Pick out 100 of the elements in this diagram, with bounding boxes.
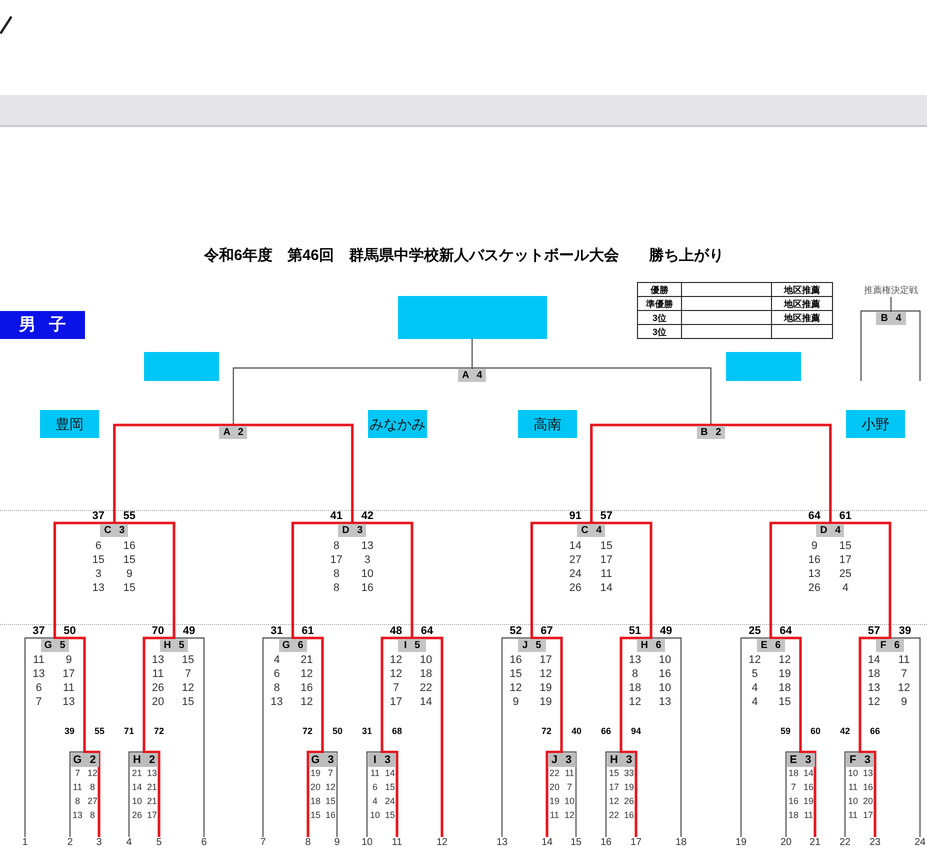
bracket-line xyxy=(710,424,832,524)
score: 37 xyxy=(32,626,45,637)
score: 13 xyxy=(808,567,820,581)
position-number: 15 xyxy=(570,837,582,849)
score: 12 xyxy=(609,795,619,807)
score: 12 xyxy=(748,653,761,667)
match-label: C 4 xyxy=(577,524,606,537)
score: 14 xyxy=(569,539,582,553)
score: 21 xyxy=(147,795,157,807)
score: 14 xyxy=(600,581,612,595)
score: 15 xyxy=(123,553,136,567)
score: 64 xyxy=(808,511,820,522)
score: 17 xyxy=(863,809,873,821)
position-number: 6 xyxy=(201,837,207,849)
bracket-line xyxy=(410,636,444,837)
score: 12 xyxy=(390,653,402,667)
match-label: D 4 xyxy=(816,524,844,537)
position-number: 20 xyxy=(780,837,792,849)
match-label: G 6 xyxy=(278,639,307,652)
position-number: 23 xyxy=(869,837,881,849)
score: 19 xyxy=(540,681,552,695)
score: 17 xyxy=(147,809,157,821)
bracket-line xyxy=(890,297,892,312)
match-label: H 2 xyxy=(130,753,158,767)
bracket-line xyxy=(262,637,294,837)
score: 15 xyxy=(385,781,395,793)
score: 12 xyxy=(868,695,880,709)
score: 13 xyxy=(868,681,880,695)
score: 8 xyxy=(75,795,80,807)
category-tag: 男 子 xyxy=(0,311,85,339)
score: 49 xyxy=(182,626,196,637)
bracket-line xyxy=(472,338,474,369)
score: 42 xyxy=(840,726,850,736)
bracket-line xyxy=(232,367,473,426)
bracket-line xyxy=(232,424,354,524)
score: 20 xyxy=(863,795,873,807)
score: 41 xyxy=(330,511,342,522)
table-cell: 3位 xyxy=(638,324,682,338)
position-number: 11 xyxy=(392,837,402,849)
score: 40 xyxy=(572,726,582,736)
score: 13 xyxy=(92,581,104,595)
score: 16 xyxy=(863,781,873,793)
position-number: 13 xyxy=(496,837,508,849)
score: 10 xyxy=(420,653,432,667)
score: 33 xyxy=(624,767,634,779)
score: 17 xyxy=(609,781,619,793)
bracket-line xyxy=(291,636,324,753)
score: 15 xyxy=(310,809,320,821)
score: 19 xyxy=(804,795,814,807)
bracket-line xyxy=(769,636,802,753)
score: 15 xyxy=(92,553,104,567)
score: 26 xyxy=(624,795,634,807)
bracket-line xyxy=(128,751,145,837)
score: 68 xyxy=(392,726,402,736)
score: 19 xyxy=(540,695,552,709)
score: 20 xyxy=(550,781,560,793)
score: 13 xyxy=(147,767,157,779)
bracket-line xyxy=(889,637,921,837)
score: 25 xyxy=(748,626,761,637)
score: 26 xyxy=(569,581,582,595)
bracket-line xyxy=(173,637,205,837)
position-number: 1 xyxy=(22,837,28,849)
blank-name-tag xyxy=(398,296,547,339)
score: 55 xyxy=(94,726,104,736)
score: 57 xyxy=(868,626,880,637)
position-number: 8 xyxy=(305,837,311,849)
position-number: 19 xyxy=(735,837,747,849)
score: 21 xyxy=(300,653,313,667)
position-number: 21 xyxy=(809,837,821,849)
score: 8 xyxy=(90,809,95,821)
score: 13 xyxy=(62,695,75,709)
score: 18 xyxy=(420,667,432,681)
score: 14 xyxy=(868,653,880,667)
score: 66 xyxy=(601,726,611,736)
position-number: 18 xyxy=(675,837,687,849)
score: 12 xyxy=(300,695,313,709)
score: 52 xyxy=(510,626,522,637)
score: 11 xyxy=(804,809,814,821)
position-number: 12 xyxy=(436,837,448,849)
score: 94 xyxy=(631,726,641,736)
blank-name-tag xyxy=(726,352,801,381)
match-label: C 3 xyxy=(100,524,128,537)
score: 21 xyxy=(147,781,157,793)
score: 10 xyxy=(658,653,672,667)
score: 5 xyxy=(752,667,758,681)
score: 71 xyxy=(124,726,134,736)
bracket-line xyxy=(560,751,577,837)
bracket-line xyxy=(472,367,712,426)
bracket-line xyxy=(53,636,86,753)
score: 19 xyxy=(778,667,791,681)
score: 18 xyxy=(788,767,798,779)
score: 19 xyxy=(550,795,560,807)
score: 16 xyxy=(326,809,336,821)
score: 13 xyxy=(361,539,374,553)
bracket-line xyxy=(380,636,414,753)
score: 72 xyxy=(542,726,552,736)
score: 4 xyxy=(752,695,758,709)
score: 16 xyxy=(788,795,798,807)
score: 11 xyxy=(152,667,164,681)
match-label: E 6 xyxy=(756,639,785,652)
